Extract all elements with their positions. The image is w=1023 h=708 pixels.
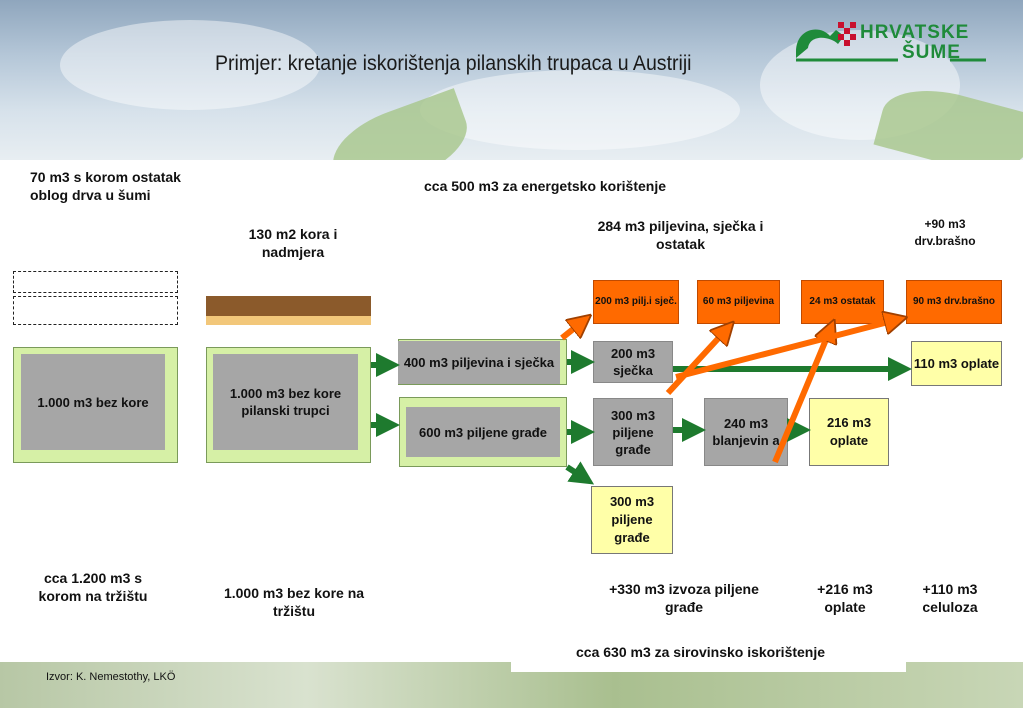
arrow-to-sawdust-chips (562, 322, 582, 338)
export-label: +330 m3 izvoza piljene građe (598, 580, 770, 616)
source-note: Izvor: K. Nemestothy, LKÖ (46, 671, 175, 683)
pellets-plus-label: +216 m3 oplate (808, 580, 882, 616)
raw-use-label: cca 630 m3 za sirovinsko iskorištenje (576, 643, 825, 661)
market-bark-label: cca 1.200 m3 s korom na tržištu (28, 569, 158, 605)
arrow-timber-to-sawn-b (567, 467, 584, 478)
cellulose-label: +110 m3 celuloza (909, 580, 991, 616)
arrow-to-sawdust (668, 330, 726, 393)
market-nobark-label: 1.000 m3 bez kore na tržištu (223, 584, 365, 620)
